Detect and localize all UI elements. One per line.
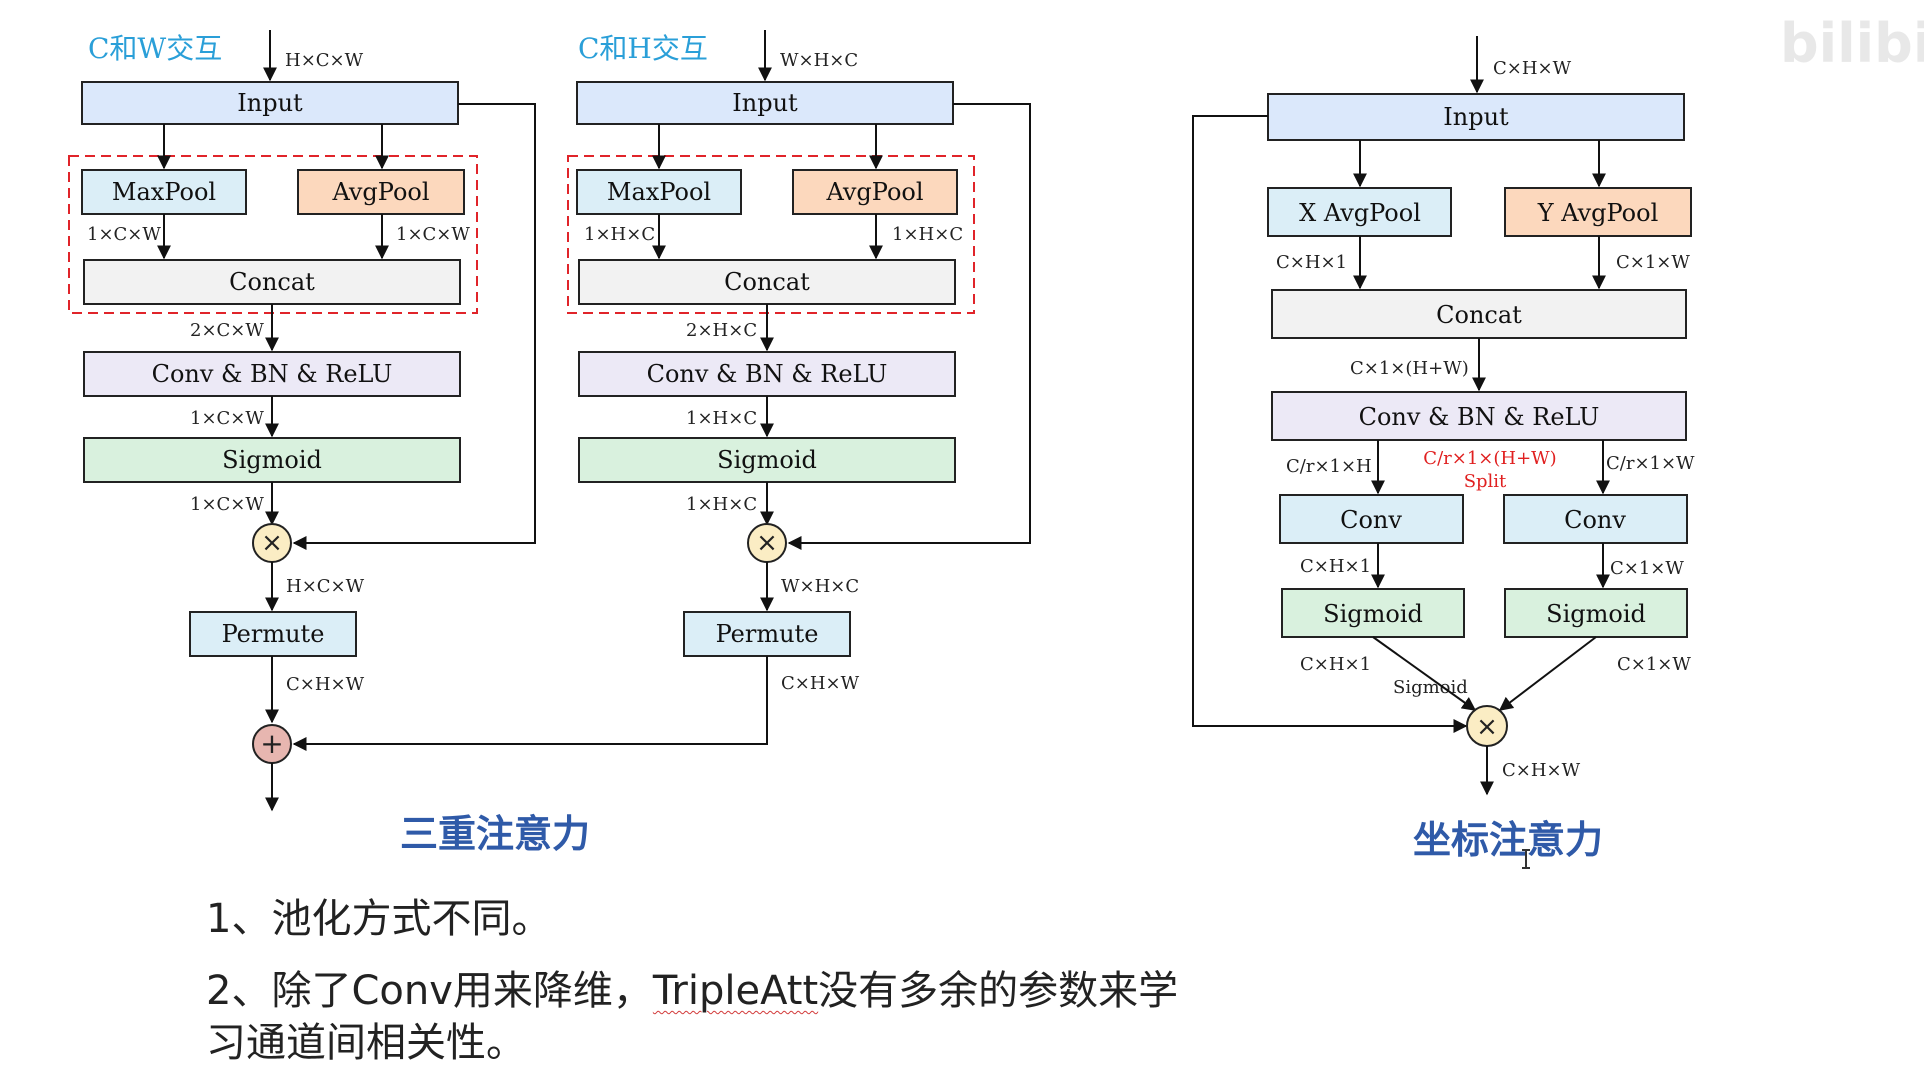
coord-conv-label: Conv & BN & ReLU — [1359, 403, 1600, 431]
cw-heading: C和W交互 — [88, 32, 222, 65]
coord-concat-box — [1271, 289, 1687, 339]
cw-conv-label: Conv & BN & ReLU — [152, 360, 393, 388]
coord-concat-label: Concat — [1436, 301, 1522, 329]
cw-multiply-icon: × — [261, 528, 283, 558]
cw-conv-box — [83, 351, 461, 397]
coord-conv-right-label: Conv — [1564, 506, 1626, 534]
coord-ypool-shape: C×1×W — [1616, 252, 1690, 273]
coord-split-shape: C/r×1×(H+W) — [1423, 448, 1556, 469]
cw-input-box — [81, 81, 459, 125]
coord-sigmoid-right-shape: C×1×W — [1617, 654, 1691, 675]
ch-avgpool-label: AvgPool — [825, 178, 923, 206]
ch-permute-box — [683, 611, 851, 657]
ch-sigmoid-label: Sigmoid — [717, 446, 817, 474]
diagram-ch: C和H交互 W×H×C Input MaxPool AvgPool 1×H×C … — [292, 30, 1031, 751]
cw-avgpool-box — [297, 169, 465, 215]
coord-conv-right-shape: C×1×W — [1610, 558, 1684, 579]
note-line-2-suffix: 没有多余的参数来学 — [818, 968, 1179, 1014]
coord-conv-left-box — [1279, 494, 1464, 544]
note-line-3: 习通道间相关性。 — [206, 1020, 526, 1066]
coord-xpool-box — [1267, 187, 1452, 237]
cw-concat-shape: 2×C×W — [190, 320, 264, 341]
cw-input-shape: H×C×W — [285, 50, 364, 71]
ch-permute-label: Permute — [716, 620, 819, 648]
cw-maxpool-shape: 1×C×W — [87, 224, 161, 245]
coord-xpool-shape: C×H×1 — [1276, 252, 1347, 273]
coord-sigmoid-left-label: Sigmoid — [1323, 600, 1423, 628]
ch-conv-label: Conv & BN & ReLU — [647, 360, 888, 388]
coord-sigmoid-right-box — [1504, 588, 1688, 638]
coord-sigmoid-right-label: Sigmoid — [1546, 600, 1646, 628]
ch-concat-label: Concat — [724, 268, 810, 296]
coord-sigmoid-merge-label: Sigmoid — [1393, 677, 1468, 698]
coord-conv-right-box — [1503, 494, 1688, 544]
bilibili-watermark: bilibili — [1780, 12, 1924, 75]
ch-sigmoid-shape: 1×H×C — [686, 494, 757, 515]
note-line-2-prefix: 2、除了Conv用来降维， — [206, 968, 653, 1014]
coordinate-attention-title: 坐标注意力 — [1413, 818, 1603, 862]
cw-sigmoid-label: Sigmoid — [222, 446, 322, 474]
coord-sigmoid-left-shape: C×H×1 — [1300, 654, 1371, 675]
ch-input-box — [576, 81, 954, 125]
cw-mult-shape: H×C×W — [286, 576, 365, 597]
cw-concat-label: Concat — [229, 268, 315, 296]
coord-ypool-box — [1504, 187, 1692, 237]
cw-permute-label: Permute — [222, 620, 325, 648]
coord-input-shape: C×H×W — [1493, 58, 1572, 79]
ch-heading: C和H交互 — [578, 32, 708, 65]
note-line-1: 1、池化方式不同。 — [206, 896, 552, 942]
ch-maxpool-label: MaxPool — [607, 178, 711, 206]
coord-split-right-shape: C/r×1×W — [1606, 453, 1695, 474]
cw-conv-shape: 1×C×W — [190, 408, 264, 429]
diagram-coordinate: C×H×W Input X AvgPool Y AvgPool C×H×1 C×… — [1192, 36, 1695, 796]
coord-conv-box — [1271, 391, 1687, 441]
coord-multiply-icon: × — [1476, 712, 1498, 742]
text-cursor-icon — [1522, 849, 1530, 869]
coord-split-left-shape: C/r×1×H — [1286, 456, 1372, 477]
diagram-cw: C和W交互 H×C×W Input MaxPool AvgPool 1×C×W … — [68, 30, 536, 812]
ch-maxpool-shape: 1×H×C — [584, 224, 655, 245]
coord-split-label: Split — [1464, 471, 1507, 492]
ch-avgpool-shape: 1×H×C — [892, 224, 963, 245]
cw-input-label: Input — [237, 89, 303, 117]
coord-input-box — [1267, 93, 1685, 141]
cw-permute-shape: C×H×W — [286, 674, 365, 695]
ch-avgpool-box — [792, 169, 958, 215]
coord-xpool-label: X AvgPool — [1299, 199, 1421, 227]
coord-conv-left-shape: C×H×1 — [1300, 556, 1371, 577]
cw-maxpool-box — [81, 169, 247, 215]
cw-permute-box — [189, 611, 357, 657]
coord-sigmoid-left-box — [1281, 588, 1465, 638]
ch-conv-box — [578, 351, 956, 397]
coord-ypool-label: Y AvgPool — [1537, 199, 1659, 227]
cw-concat-box — [83, 259, 461, 305]
cw-avgpool-label: AvgPool — [331, 178, 429, 206]
cw-sigmoid-shape: 1×C×W — [190, 494, 264, 515]
ch-concat-shape: 2×H×C — [686, 320, 757, 341]
cw-avgpool-shape: 1×C×W — [396, 224, 470, 245]
coord-output-shape: C×H×W — [1502, 760, 1581, 781]
ch-permute-shape: C×H×W — [781, 673, 860, 694]
cw-maxpool-label: MaxPool — [112, 178, 216, 206]
ch-multiply-icon: × — [756, 528, 778, 558]
coord-concat-shape: C×1×(H+W) — [1350, 358, 1469, 379]
coord-input-label: Input — [1443, 103, 1509, 131]
triplet-attention-title: 三重注意力 — [400, 812, 590, 856]
ch-pool-group-dashed — [567, 155, 975, 314]
add-icon: + — [260, 727, 283, 760]
ch-conv-shape: 1×H×C — [686, 408, 757, 429]
note-line-2-term: TripleAtt — [652, 968, 819, 1014]
coord-conv-left-label: Conv — [1340, 506, 1402, 534]
ch-input-shape: W×H×C — [780, 50, 858, 71]
ch-input-label: Input — [732, 89, 798, 117]
ch-mult-shape: W×H×C — [781, 576, 859, 597]
note-line-2: 2、除了Conv用来降维，TripleAtt没有多余的参数来学 — [206, 958, 1178, 1016]
ch-concat-box — [578, 259, 956, 305]
